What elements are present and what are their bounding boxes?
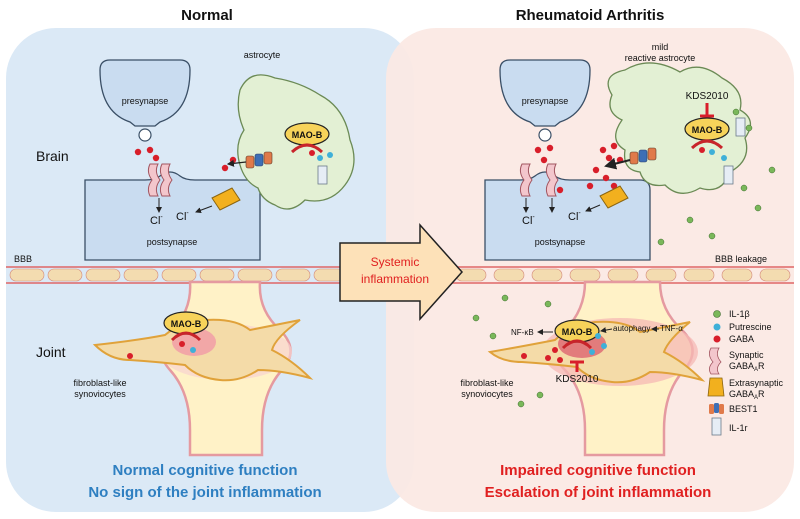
normal-cl-synaptic: Cl-: [150, 214, 163, 227]
legend-il1r-icon: [711, 417, 722, 436]
ra-fibroblast-label-1: fibroblast-like: [460, 378, 513, 388]
ra-synaptic-receptor: [519, 163, 559, 197]
legend-extrasynaptic-icon: [707, 377, 725, 397]
legend-gaba-label: GABA: [729, 334, 754, 344]
legend-extrasynaptic-label-1: Extrasynaptic: [729, 378, 784, 388]
arrow-label-1: Systemic: [371, 255, 420, 269]
normal-presynapse-label: presynapse: [122, 96, 169, 106]
brain-label-normal: Brain: [36, 148, 69, 164]
ra-il1r-2: [723, 165, 734, 185]
ra-astrocyte-label-2: reactive astrocyte: [625, 53, 696, 63]
legend-extrasynaptic-label-2: GABAAR: [729, 389, 765, 401]
legend-il1b-icon: [713, 310, 721, 318]
ra-maob-brain-label: MAO-B: [692, 125, 723, 135]
ra-outcome-1: Impaired cognitive function: [500, 462, 696, 479]
normal-astrocyte-label: astrocyte: [244, 50, 281, 60]
legend-putrescine-icon: [713, 323, 721, 331]
ra-fibroblast-label-2: synoviocytes: [461, 389, 513, 399]
ra-cl-synaptic: Cl-: [522, 214, 535, 227]
ra-autophagy-label: autophagy: [613, 324, 650, 333]
normal-synaptic-receptor: [147, 163, 173, 197]
normal-extrasynaptic-receptor: [211, 187, 241, 211]
ra-il1r-1: [735, 117, 746, 137]
normal-outcome-1: Normal cognitive function: [112, 462, 297, 479]
normal-il1r: [317, 165, 328, 185]
legend: IL-1β Putrescine GABA Synaptic GABAAR Ex…: [707, 309, 784, 436]
ra-kds2010-joint-label: KDS2010: [556, 374, 599, 385]
legend-putrescine-label: Putrescine: [729, 322, 772, 332]
legend-best1-icon: [709, 403, 724, 414]
normal-cl-extra: Cl-: [176, 210, 189, 223]
legend-il1r-label: IL-1r: [729, 423, 748, 433]
bbb-leakage-label: BBB leakage: [715, 254, 767, 264]
ra-cl-extra: Cl-: [568, 210, 581, 223]
bbb-label: BBB: [14, 254, 32, 264]
ra-postsynapse-label: postsynapse: [535, 237, 586, 247]
ra-tnfa-label: TNF-α: [660, 324, 683, 333]
arrow-label-2: inflammation: [361, 272, 429, 286]
ra-nfkb-label: NF-κB: [511, 328, 534, 337]
legend-gaba-icon: [713, 335, 721, 343]
ra-kds2010-brain-label: KDS2010: [686, 91, 729, 102]
bbb-membrane: [6, 266, 794, 284]
ra-presynapse: [499, 59, 591, 127]
normal-outcome-2: No sign of the joint inflammation: [88, 484, 321, 501]
ra-outcome-2: Escalation of joint inflammation: [485, 484, 712, 501]
ra-extrasynaptic-receptor: [599, 185, 629, 209]
normal-header: Normal: [181, 7, 233, 24]
legend-synaptic-icon: [709, 347, 722, 375]
normal-fibroblast-label-2: synoviocytes: [74, 389, 126, 399]
normal-best1-channel: [245, 151, 273, 169]
normal-maob-brain-label: MAO-B: [292, 130, 323, 140]
ra-astrocyte-label-1: mild: [652, 42, 669, 52]
ra-il1b-scatter: [472, 108, 776, 408]
legend-synaptic-label-1: Synaptic: [729, 350, 764, 360]
ra-best1-channel: [629, 147, 657, 165]
ra-header: Rheumatoid Arthritis: [516, 7, 665, 24]
legend-il1b-label: IL-1β: [729, 309, 750, 319]
normal-maob-joint-label: MAO-B: [171, 319, 202, 329]
legend-synaptic-label-2: GABAAR: [729, 361, 765, 373]
normal-fibroblast-label-1: fibroblast-like: [73, 378, 126, 388]
ra-presynapse-label: presynapse: [522, 96, 569, 106]
systemic-inflammation-arrow: [339, 223, 464, 321]
normal-vesicle: [138, 128, 152, 142]
ra-maob-joint-label: MAO-B: [562, 327, 593, 337]
joint-label-normal: Joint: [36, 344, 66, 360]
legend-best1-label: BEST1: [729, 404, 758, 414]
normal-postsynapse-label: postsynapse: [147, 237, 198, 247]
normal-presynapse: [99, 59, 191, 127]
